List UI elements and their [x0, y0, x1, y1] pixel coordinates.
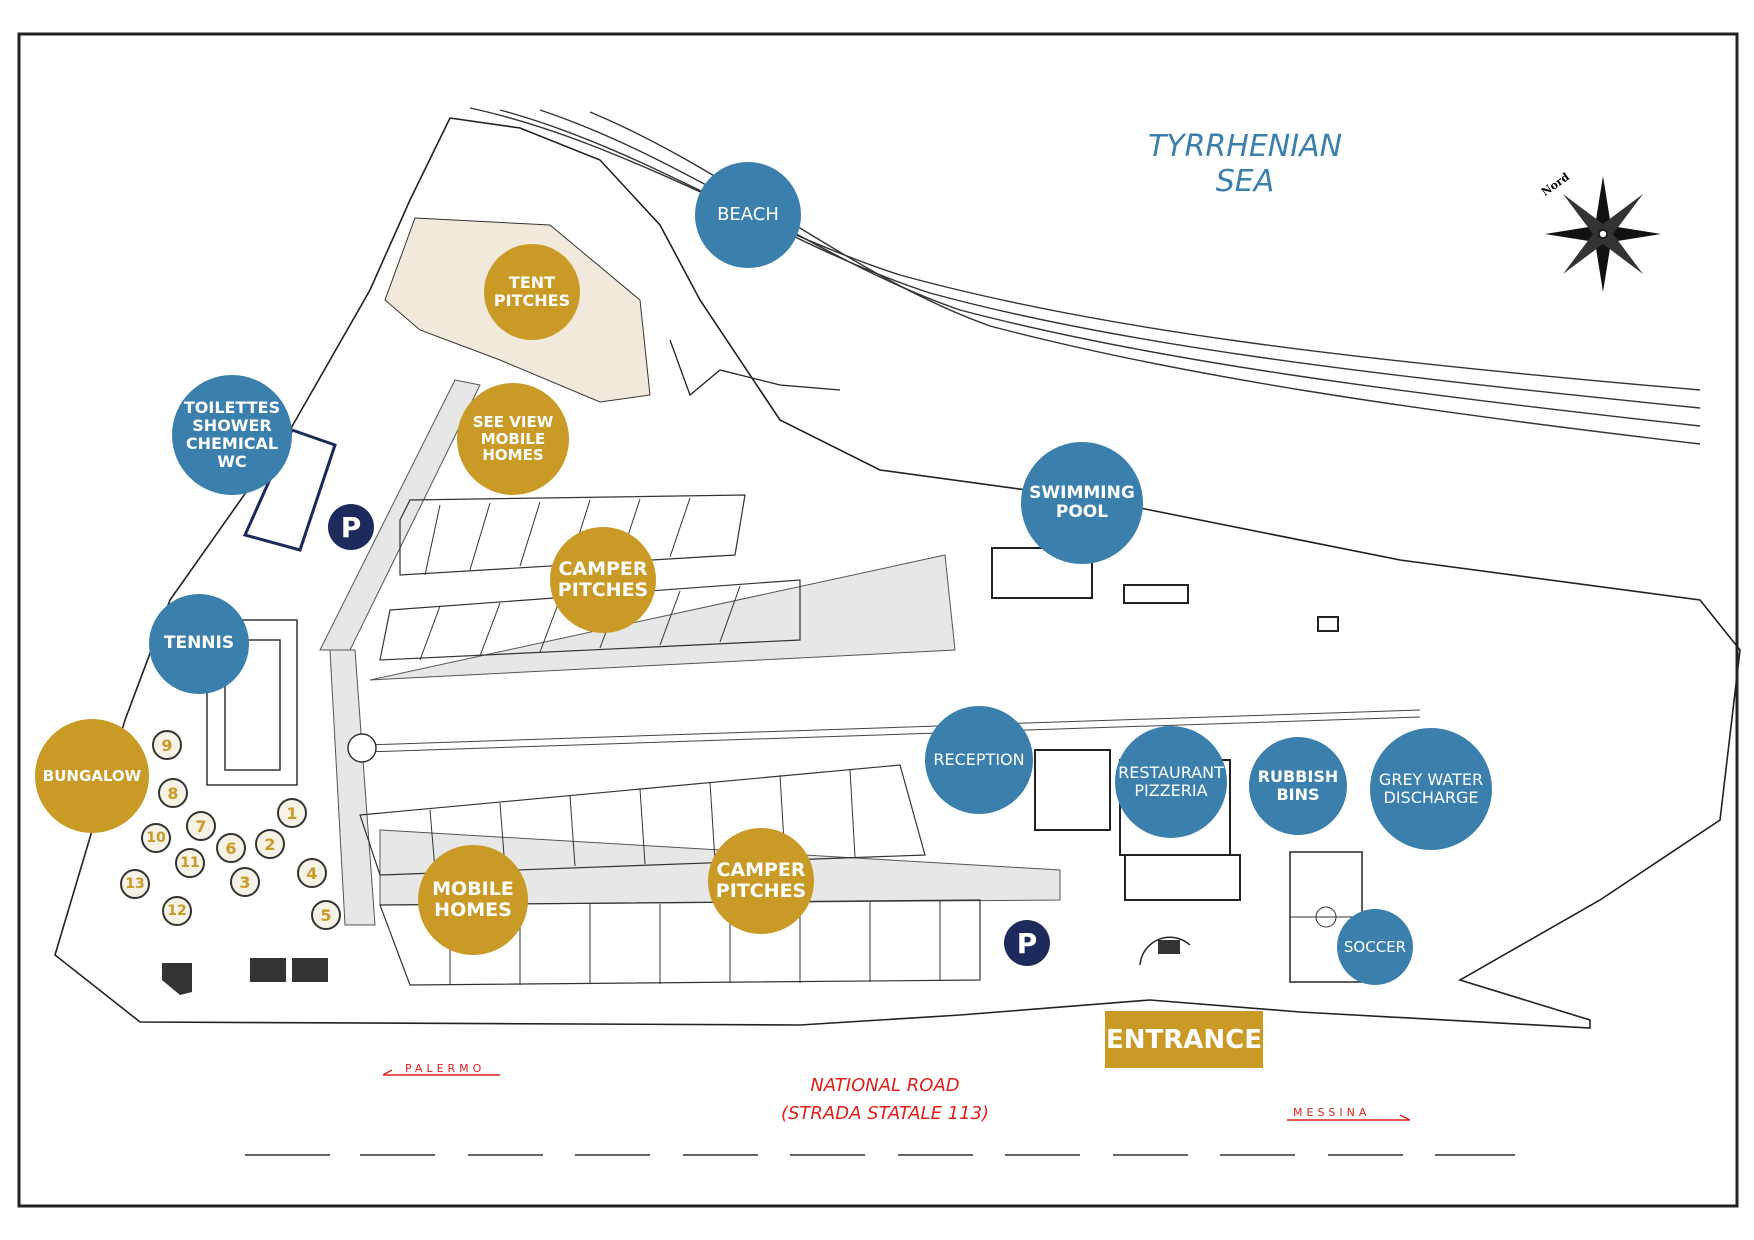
rubbish-bins-marker[interactable]: RUBBISH BINS [1249, 737, 1347, 835]
parking-icon-south[interactable]: P [1004, 920, 1050, 966]
upper-pitch-rows [379, 494, 801, 661]
restaurant-pizzeria-marker[interactable]: RESTAURANT PIZZERIA [1115, 726, 1227, 838]
central-path [364, 709, 1421, 753]
palermo-direction: PALERMO [405, 1062, 486, 1075]
bungalow-6[interactable]: 6 [216, 833, 246, 863]
entrance-gate [1139, 936, 1191, 966]
parking-icon-north[interactable]: P [328, 504, 374, 550]
pool-building [1123, 584, 1189, 604]
camper-pitches-bottom-marker[interactable]: CAMPER PITCHES [708, 828, 814, 934]
sea-label: TYRRHENIAN SEA [1147, 129, 1343, 199]
tennis-court [224, 639, 281, 771]
bungalow-9[interactable]: 9 [152, 730, 182, 760]
camper-pitches-top-marker[interactable]: CAMPER PITCHES [550, 527, 656, 633]
soccer-center [1315, 906, 1337, 928]
dark-hut-1 [250, 958, 286, 982]
bungalow-1[interactable]: 1 [277, 798, 307, 828]
bungalow-5[interactable]: 5 [311, 900, 341, 930]
beach-stairs [669, 339, 841, 397]
arrow-west [382, 1069, 500, 1076]
grey-water-discharge-marker[interactable]: GREY WATER DISCHARGE [1370, 728, 1492, 850]
beach-marker[interactable]: BEACH [695, 162, 801, 268]
bungalow-12[interactable]: 12 [162, 896, 192, 926]
see-view-mobile-homes-marker[interactable]: SEE VIEW MOBILE HOMES [457, 383, 569, 495]
swimming-pool-marker[interactable]: SWIMMING POOL [1021, 442, 1143, 564]
small-building [1317, 616, 1339, 632]
mobile-homes-marker[interactable]: MOBILE HOMES [418, 845, 528, 955]
entrance-label[interactable]: ENTRANCE [1105, 1011, 1263, 1068]
shoreline [469, 107, 1701, 445]
bungalow-marker[interactable]: BUNGALOW [35, 719, 149, 833]
bungalow-10[interactable]: 10 [141, 823, 171, 853]
bungalow-11[interactable]: 11 [175, 848, 205, 878]
arrow-east [1287, 1114, 1411, 1121]
dark-hut-3 [162, 963, 192, 995]
dark-hut-2 [292, 958, 328, 982]
site-boundary [54, 117, 1741, 1029]
tent-pitches-marker[interactable]: TENT PITCHES [484, 244, 580, 340]
roundabout [347, 733, 377, 763]
bungalow-13[interactable]: 13 [120, 869, 150, 899]
soccer-marker[interactable]: SOCCER [1337, 909, 1413, 985]
bungalow-4[interactable]: 4 [297, 858, 327, 888]
national-road-label: NATIONAL ROAD (STRADA STATALE 113) [780, 1075, 990, 1124]
bungalow-8[interactable]: 8 [158, 778, 188, 808]
messina-direction: MESSINA [1293, 1106, 1371, 1119]
bungalow-7[interactable]: 7 [186, 811, 216, 841]
dark-hut-east [1158, 940, 1180, 954]
toilettes-marker[interactable]: TOILETTES SHOWER CHEMICAL WC [172, 375, 292, 495]
bungalow-2[interactable]: 2 [255, 829, 285, 859]
tennis-marker[interactable]: TENNIS [149, 594, 249, 694]
tennis-surround [206, 619, 298, 786]
compass-rose [1545, 176, 1661, 292]
bungalow-3[interactable]: 3 [230, 867, 260, 897]
toilettes-building [242, 428, 337, 552]
reception-marker[interactable]: RECEPTION [925, 706, 1033, 814]
